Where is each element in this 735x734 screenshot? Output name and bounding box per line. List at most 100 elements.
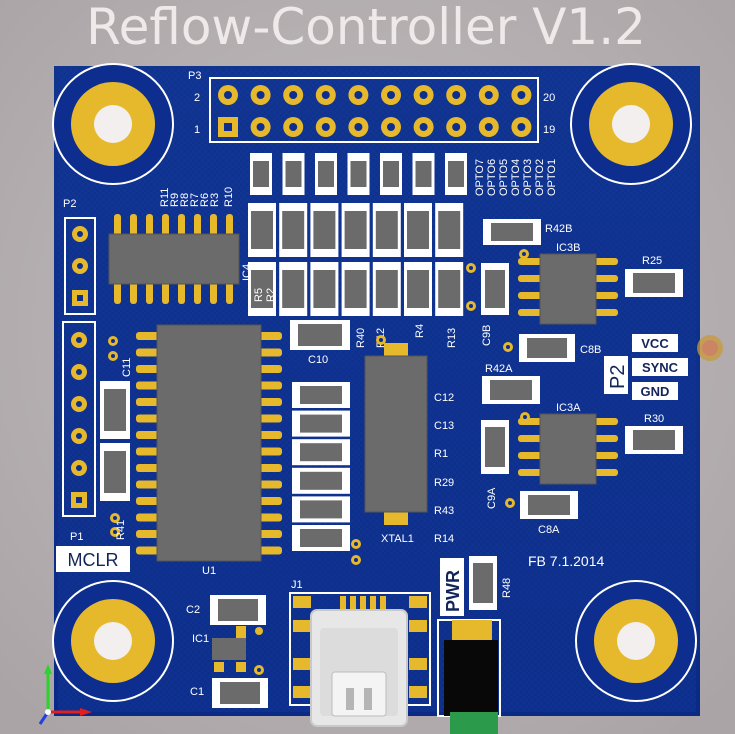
u1-pin [256, 513, 282, 522]
r13-label: R13 [446, 328, 458, 348]
r40-label: R40 [355, 328, 367, 348]
p2-vcc-label: VCC [641, 336, 669, 351]
ic3-pin [592, 258, 618, 265]
array-resistor-body [344, 211, 367, 249]
ic3-pin [592, 309, 618, 316]
opto4-label: OPTO4 [510, 159, 522, 196]
r30-part [625, 426, 683, 454]
array-resistor-body [251, 270, 273, 308]
p3-pin-hole [387, 123, 395, 131]
resistor-bank-label-r10: R10 [223, 187, 235, 207]
u1-pin [136, 447, 162, 456]
p3-pin-hole [517, 123, 526, 131]
c9a-label: C9A [486, 487, 498, 509]
ic3-pin [592, 469, 618, 476]
c9a-part [481, 420, 515, 508]
ic4-label: IC4 [241, 264, 253, 281]
p3-pin-hole [224, 123, 232, 131]
opto7-label: OPTO7 [474, 159, 486, 196]
stack-part-body [300, 500, 342, 519]
r25-label: R25 [642, 255, 662, 267]
p2-gnd-label: GND [641, 384, 670, 399]
opto3-label: OPTO3 [522, 159, 534, 196]
xtal1-crystal [364, 343, 428, 525]
ic3-pin [518, 258, 544, 265]
ic4-pin [146, 280, 153, 304]
passive-stack [292, 382, 350, 551]
u1-pin [256, 546, 282, 555]
opto-resistor-body [350, 161, 367, 187]
array-resistor-body [251, 211, 273, 249]
p2-sync-label: SYNC [642, 360, 679, 375]
r25-part [625, 269, 683, 297]
usb-connector-j1 [289, 592, 431, 727]
stack-vias [351, 539, 361, 565]
opto5-label: OPTO5 [498, 159, 510, 196]
ic4-pin [210, 280, 217, 304]
r14-label: R14 [434, 533, 454, 545]
ic4-chip [108, 214, 240, 304]
array-resistor-body [438, 270, 461, 308]
ic3-pin [518, 452, 544, 459]
p3-label: P3 [188, 70, 201, 82]
opto6-label: OPTO6 [486, 159, 498, 196]
u1-pin [136, 381, 162, 390]
array-resistor-body [282, 211, 305, 249]
p3-pin-hole [419, 123, 428, 131]
u1-pin [256, 480, 282, 489]
u1-pin [136, 464, 162, 472]
p3-pin-hole [387, 91, 395, 99]
ic4-pin [226, 214, 233, 238]
u1-pin [136, 497, 162, 505]
p3-pin-hole [289, 91, 298, 99]
u1-pin [256, 497, 282, 505]
ic3b-label: IC3B [556, 242, 580, 254]
opto-resistor-body [415, 161, 432, 187]
u1-pin [136, 513, 162, 522]
stack-part-body [300, 386, 342, 404]
opto-resistor-body [318, 161, 334, 187]
ic4-pin [178, 280, 185, 304]
c9b-part [481, 263, 509, 315]
p3-pin-2-label: 2 [194, 92, 200, 104]
u1-pin [256, 332, 282, 340]
p3-pin-hole [452, 123, 461, 131]
array-resistor-body [313, 211, 336, 249]
j1-label: J1 [291, 579, 303, 591]
ic4-pin [210, 214, 217, 238]
r4-label: R4 [414, 324, 426, 338]
opto-labels: OPTO7 OPTO6 OPTO5 OPTO4 OPTO3 OPTO2 OPTO… [474, 159, 558, 196]
pwr-label: PWR [443, 570, 463, 612]
mounting-hole-top-right [570, 63, 692, 185]
p3-pin-hole [321, 91, 330, 99]
ic4-pin [226, 280, 233, 304]
r2-label: R2 [265, 288, 277, 302]
p3-pin-hole [484, 91, 493, 99]
resistor-bank-label-r9: R9 [169, 193, 181, 207]
u1-pin [256, 365, 282, 373]
ic4-pin [162, 214, 169, 238]
r42a-part [482, 376, 540, 404]
connector-p2-right [604, 334, 723, 400]
u1-pin [136, 480, 162, 489]
u1-pin [136, 365, 162, 373]
header-p1 [62, 321, 96, 517]
resistor-bank-label-r7: R7 [189, 193, 201, 207]
resistor-bank-label-r6: R6 [199, 193, 211, 207]
c8b-label: C8B [580, 344, 601, 356]
ic4-pin [114, 280, 121, 304]
p3-pin-hole [484, 123, 493, 131]
opto-resistor-row [250, 153, 467, 195]
array-resistor-body [313, 270, 336, 308]
u1-pin [256, 431, 282, 439]
pwr-box [440, 556, 497, 616]
ic3-pin [592, 452, 618, 459]
mclr-box: MCLR [56, 546, 130, 572]
header-p3 [209, 77, 539, 143]
ic3-pin [518, 309, 544, 316]
c11-label: C11 [121, 358, 133, 377]
c13-label: C13 [434, 420, 454, 432]
array-resistor-body [344, 270, 367, 308]
u1-pin [256, 381, 282, 390]
ic3-pin [518, 435, 544, 442]
